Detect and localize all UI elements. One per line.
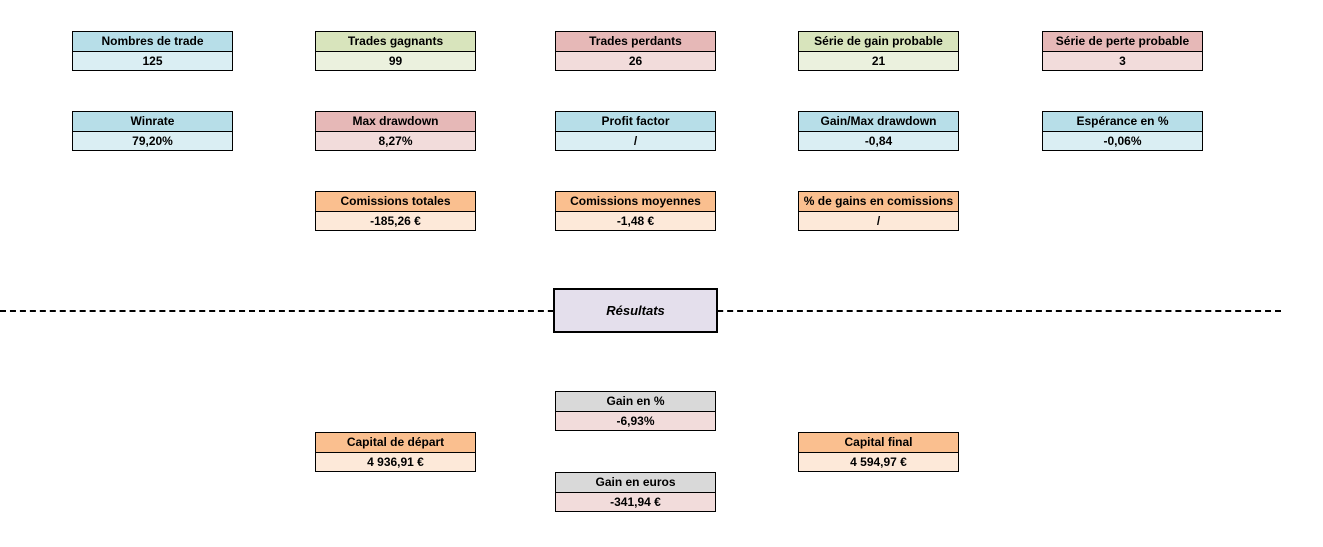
stat-serie-perte-probable-label[interactable]: Série de perte probable — [1043, 32, 1202, 52]
stat-capital-final-label[interactable]: Capital final — [799, 433, 958, 453]
stat-serie-perte-probable-value[interactable]: 3 — [1043, 51, 1202, 70]
stat-capital-final[interactable]: Capital final 4 594,97 € — [798, 432, 959, 472]
stat-profit-factor-value[interactable]: / — [556, 131, 715, 150]
stat-comissions-totales-label[interactable]: Comissions totales — [316, 192, 475, 212]
stat-gain-euros-value[interactable]: -341,94 € — [556, 492, 715, 511]
stat-gain-euros-label[interactable]: Gain en euros — [556, 473, 715, 493]
results-section-title[interactable]: Résultats — [553, 288, 718, 333]
stat-comissions-moyennes[interactable]: Comissions moyennes -1,48 € — [555, 191, 716, 231]
stat-comissions-moyennes-value[interactable]: -1,48 € — [556, 211, 715, 230]
stat-nombres-de-trade-label[interactable]: Nombres de trade — [73, 32, 232, 52]
stat-gain-pct-label[interactable]: Gain en % — [556, 392, 715, 412]
stat-capital-depart[interactable]: Capital de départ 4 936,91 € — [315, 432, 476, 472]
stat-comissions-totales-value[interactable]: -185,26 € — [316, 211, 475, 230]
stat-profit-factor[interactable]: Profit factor / — [555, 111, 716, 151]
stat-serie-gain-probable-value[interactable]: 21 — [799, 51, 958, 70]
stat-trades-perdants-label[interactable]: Trades perdants — [556, 32, 715, 52]
stat-capital-depart-value[interactable]: 4 936,91 € — [316, 452, 475, 471]
stat-gain-max-drawdown[interactable]: Gain/Max drawdown -0,84 — [798, 111, 959, 151]
stat-pct-gains-comissions[interactable]: % de gains en comissions / — [798, 191, 959, 231]
stat-nombres-de-trade[interactable]: Nombres de trade 125 — [72, 31, 233, 71]
stat-trades-gagnants-value[interactable]: 99 — [316, 51, 475, 70]
stat-capital-final-value[interactable]: 4 594,97 € — [799, 452, 958, 471]
stat-serie-gain-probable-label[interactable]: Série de gain probable — [799, 32, 958, 52]
stat-trades-gagnants-label[interactable]: Trades gagnants — [316, 32, 475, 52]
stat-winrate-label[interactable]: Winrate — [73, 112, 232, 132]
stat-comissions-totales[interactable]: Comissions totales -185,26 € — [315, 191, 476, 231]
stat-winrate-value[interactable]: 79,20% — [73, 131, 232, 150]
stat-trades-gagnants[interactable]: Trades gagnants 99 — [315, 31, 476, 71]
stat-max-drawdown-value[interactable]: 8,27% — [316, 131, 475, 150]
stat-pct-gains-comissions-label[interactable]: % de gains en comissions — [799, 192, 958, 212]
stat-pct-gains-comissions-value[interactable]: / — [799, 211, 958, 230]
stat-max-drawdown[interactable]: Max drawdown 8,27% — [315, 111, 476, 151]
stat-max-drawdown-label[interactable]: Max drawdown — [316, 112, 475, 132]
stat-trades-perdants-value[interactable]: 26 — [556, 51, 715, 70]
stat-comissions-moyennes-label[interactable]: Comissions moyennes — [556, 192, 715, 212]
stat-profit-factor-label[interactable]: Profit factor — [556, 112, 715, 132]
stat-winrate[interactable]: Winrate 79,20% — [72, 111, 233, 151]
stat-gain-pct-value[interactable]: -6,93% — [556, 411, 715, 430]
stat-trades-perdants[interactable]: Trades perdants 26 — [555, 31, 716, 71]
stat-gain-max-drawdown-value[interactable]: -0,84 — [799, 131, 958, 150]
stat-esperance-pct[interactable]: Espérance en % -0,06% — [1042, 111, 1203, 151]
stat-serie-gain-probable[interactable]: Série de gain probable 21 — [798, 31, 959, 71]
stat-nombres-de-trade-value[interactable]: 125 — [73, 51, 232, 70]
stat-esperance-pct-label[interactable]: Espérance en % — [1043, 112, 1202, 132]
stat-gain-euros[interactable]: Gain en euros -341,94 € — [555, 472, 716, 512]
stat-gain-max-drawdown-label[interactable]: Gain/Max drawdown — [799, 112, 958, 132]
stat-gain-pct[interactable]: Gain en % -6,93% — [555, 391, 716, 431]
stat-esperance-pct-value[interactable]: -0,06% — [1043, 131, 1202, 150]
stat-capital-depart-label[interactable]: Capital de départ — [316, 433, 475, 453]
stat-serie-perte-probable[interactable]: Série de perte probable 3 — [1042, 31, 1203, 71]
